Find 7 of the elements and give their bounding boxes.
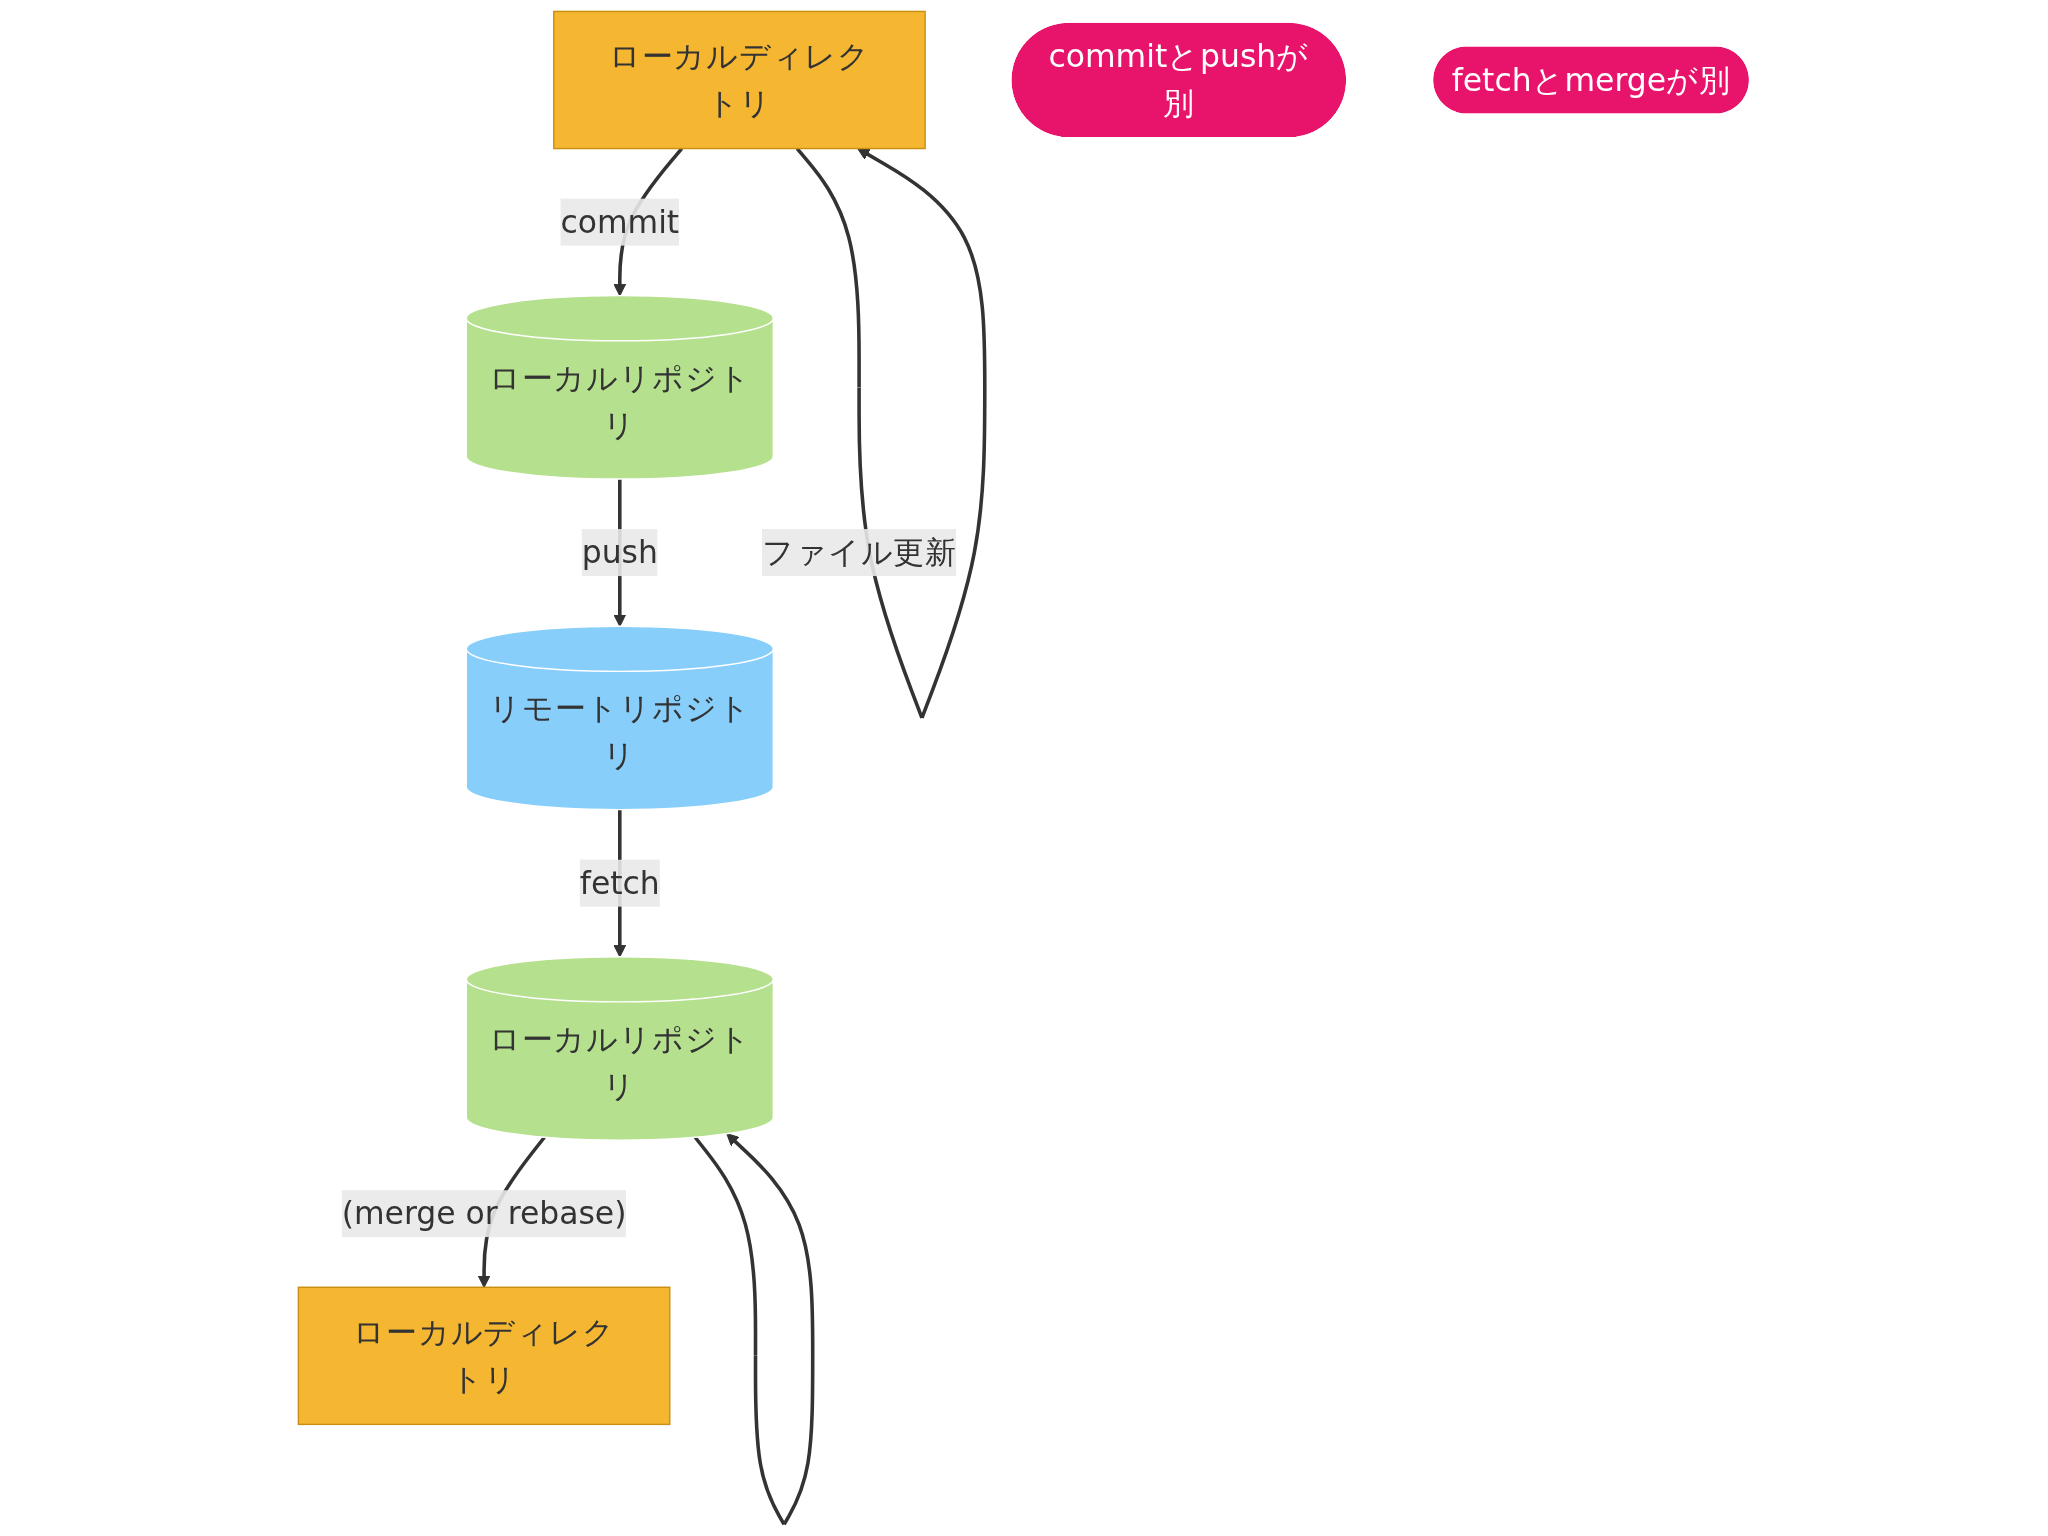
edge-label: commit: [560, 204, 680, 240]
edge-label: fetch: [579, 865, 660, 902]
edge-label: push: [581, 534, 658, 571]
edge-label: ファイル更新: [761, 534, 957, 571]
edge-label: (merge or rebase): [341, 1195, 627, 1232]
node-box: ローカルディレクトリ: [553, 10, 926, 150]
node-box: ローカルディレクトリ: [297, 1286, 671, 1426]
